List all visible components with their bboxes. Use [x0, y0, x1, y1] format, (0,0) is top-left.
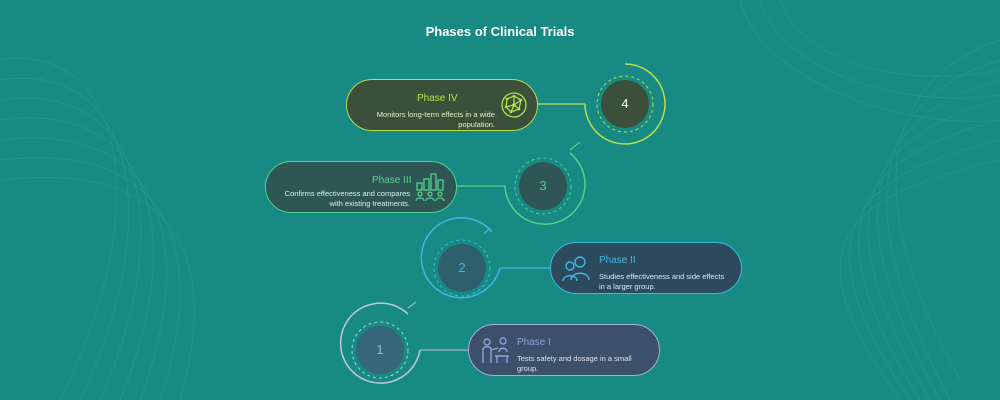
phase-4-circle: [601, 80, 649, 128]
phase-2-number: 2: [458, 260, 466, 275]
phase-1-circle: [356, 326, 404, 374]
phase-3-connector: [456, 141, 581, 187]
diagram-title: Phases of Clinical Trials: [425, 24, 575, 39]
phase-4-number: 4: [621, 96, 629, 111]
phase-3-number: 3: [539, 178, 547, 193]
phase-4-outer-ring: [584, 63, 666, 145]
phase-2-circle: [438, 244, 486, 292]
phase-4-description: Monitors long-term effects in a wide pop…: [376, 110, 495, 129]
phase-1-dashed-ring: [351, 321, 409, 379]
phase-2-label: Phase II: [599, 255, 636, 266]
phase-1-connector: [407, 301, 470, 351]
phase-3-outer-ring: [504, 152, 586, 225]
phase-2-outer-ring: [420, 216, 501, 299]
bar-chart-people-icon: [415, 173, 445, 202]
phase-1-card: Phase I Tests safety and dosage in a sma…: [468, 324, 660, 376]
phase-3-dashed-ring: [514, 157, 572, 215]
phase-3-card: Phase III Confirms effectiveness and com…: [265, 161, 457, 213]
people-group-icon: [562, 256, 590, 282]
phase-2-dashed-ring: [433, 239, 491, 297]
phase-3-description: Confirms effectiveness and compares with…: [284, 189, 410, 208]
phase-4-dashed-ring: [596, 75, 654, 133]
phase-4-label: Phase IV: [417, 93, 458, 104]
phase-3-label: Phase III: [372, 175, 412, 186]
phase-4-card: Phase IV Monitors long-term effects in a…: [346, 79, 538, 131]
phase-2-connector: [483, 227, 552, 269]
phase-1-label: Phase I: [517, 337, 551, 348]
globe-network-icon: [501, 92, 527, 118]
phase-1-number: 1: [376, 342, 384, 357]
phase-1-outer-ring: [339, 302, 421, 384]
phase-3-circle: [519, 162, 567, 210]
doctor-patient-icon: [482, 337, 509, 363]
phase-1-description: Tests safety and dosage in a small group…: [517, 354, 632, 373]
phase-2-description: Studies effectiveness and side effects i…: [599, 272, 725, 291]
phase-2-card: Phase II Studies effectiveness and side …: [550, 242, 742, 294]
